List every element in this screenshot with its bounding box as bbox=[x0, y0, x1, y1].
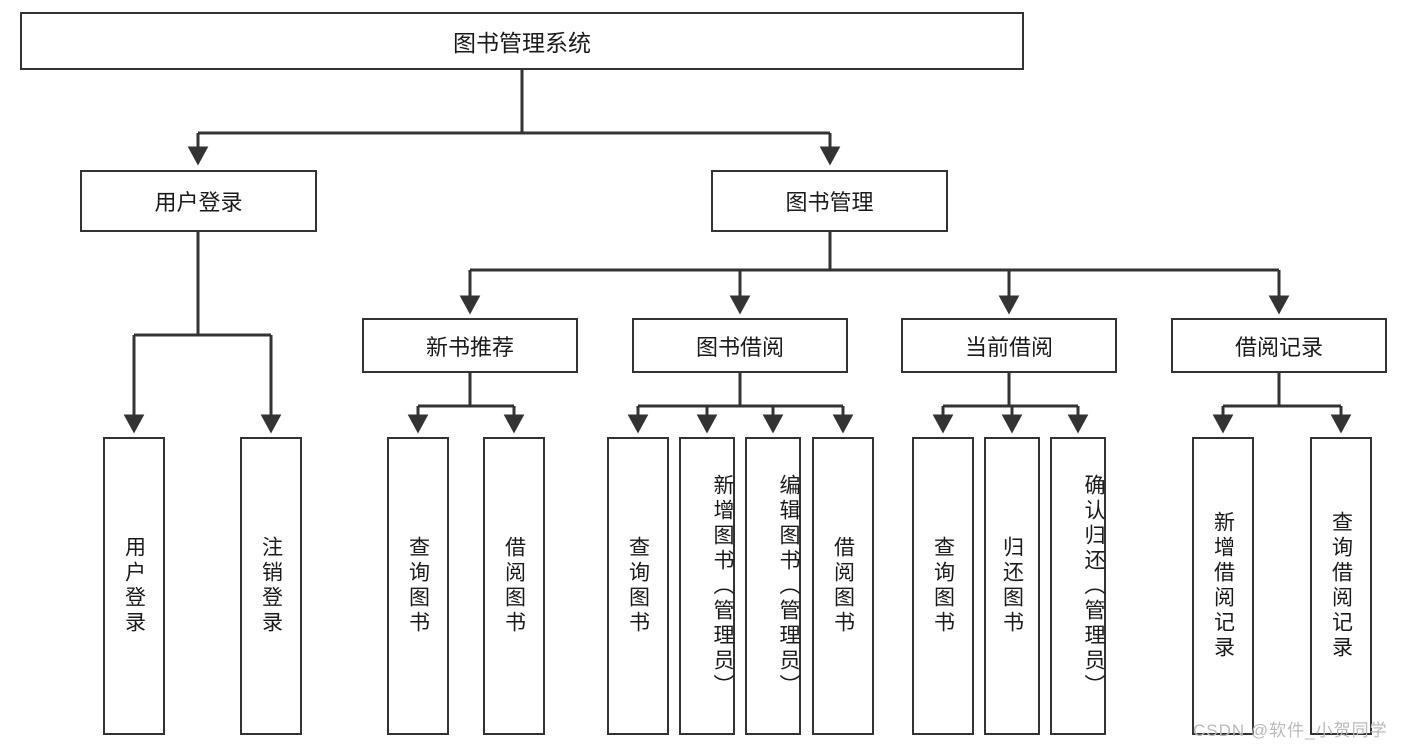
node-root-system[interactable]: 图书管理系统 bbox=[20, 12, 1024, 70]
csdn-watermark: CSDN @软件_小贺同学 bbox=[1193, 721, 1388, 740]
node-user-login[interactable]: 用户登录 bbox=[80, 170, 317, 232]
leaf-borrow-book-recommend[interactable]: 借阅图书 bbox=[483, 437, 545, 735]
leaf-user-logout[interactable]: 注销登录 bbox=[240, 437, 302, 735]
node-book-management[interactable]: 图书管理 bbox=[711, 170, 948, 232]
leaf-query-book-recommend[interactable]: 查询图书 bbox=[387, 437, 449, 735]
leaf-user-login[interactable]: 用户登录 bbox=[103, 437, 165, 735]
node-borrow-record[interactable]: 借阅记录 bbox=[1171, 318, 1387, 373]
leaf-query-borrow-record[interactable]: 查询借阅记录 bbox=[1310, 437, 1372, 735]
leaf-borrow-book[interactable]: 借阅图书 bbox=[812, 437, 874, 735]
leaf-confirm-return-admin[interactable]: 确认归还（管理员） bbox=[1050, 437, 1106, 735]
leaf-query-book-current[interactable]: 查询图书 bbox=[912, 437, 974, 735]
leaf-add-book-admin[interactable]: 新增图书（管理员） bbox=[679, 437, 735, 735]
node-new-book-recommend[interactable]: 新书推荐 bbox=[362, 318, 578, 373]
node-book-borrow[interactable]: 图书借阅 bbox=[632, 318, 848, 373]
leaf-add-borrow-record[interactable]: 新增借阅记录 bbox=[1192, 437, 1254, 735]
leaf-return-book[interactable]: 归还图书 bbox=[984, 437, 1040, 735]
leaf-edit-book-admin[interactable]: 编辑图书（管理员） bbox=[745, 437, 801, 735]
node-current-borrow[interactable]: 当前借阅 bbox=[901, 318, 1117, 373]
leaf-query-book-borrow[interactable]: 查询图书 bbox=[607, 437, 669, 735]
